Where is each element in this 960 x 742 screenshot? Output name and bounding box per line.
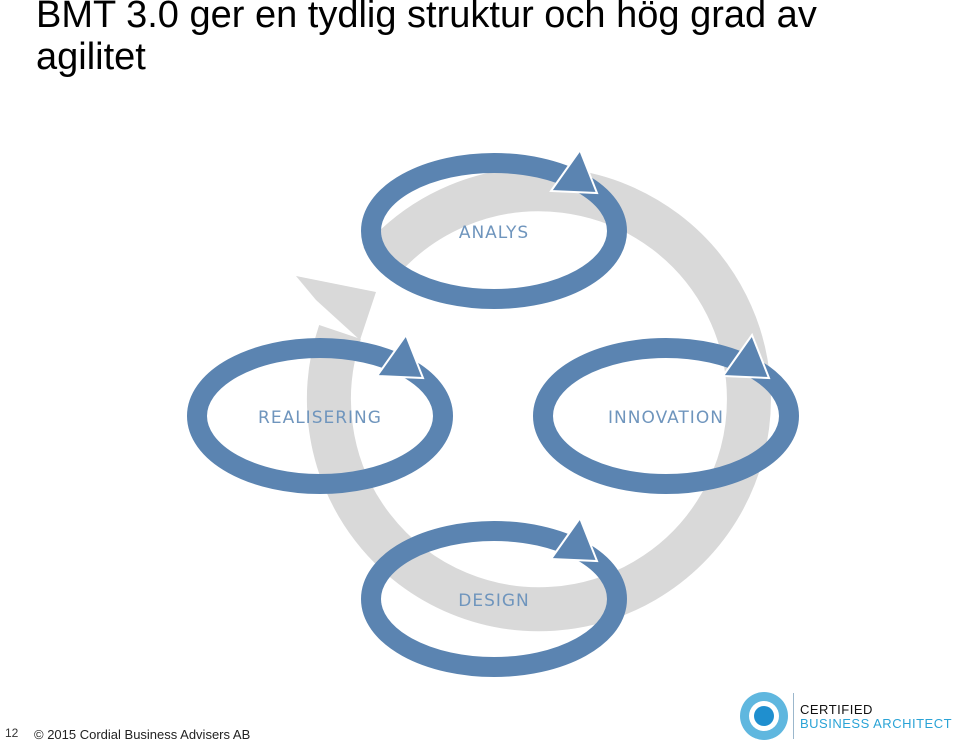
- cycle-arrow-ring: [296, 167, 771, 632]
- page-number: 12: [5, 726, 19, 740]
- node-innovation-label: INNOVATION: [608, 408, 724, 428]
- slide-title: BMT 3.0 ger en tydlig struktur och hög g…: [36, 0, 817, 78]
- logo-text-business-architect: BUSINESS ARCHITECT: [800, 716, 953, 731]
- node-innovation-ring: [533, 338, 799, 494]
- node-design-ring: [361, 521, 627, 677]
- node-realisering-ring: [187, 338, 453, 494]
- node-design-label: DESIGN: [458, 591, 530, 611]
- circle-logo-icon: [740, 692, 788, 740]
- node-innovation: INNOVATION: [533, 332, 799, 494]
- node-realisering-arrowhead: [375, 332, 425, 380]
- logo-divider: [793, 693, 794, 739]
- node-innovation-arrowhead: [721, 332, 771, 380]
- node-analys: ANALYS: [361, 147, 627, 309]
- logo-text-certified: CERTIFIED: [800, 702, 873, 717]
- node-analys-arrowhead: [549, 147, 599, 195]
- cycle-arrowhead: [296, 276, 376, 340]
- node-realisering: REALISERING: [187, 332, 453, 494]
- node-analys-ring: [361, 153, 627, 309]
- node-design-arrowhead: [549, 515, 599, 563]
- node-analys-label: ANALYS: [459, 223, 529, 243]
- node-realisering-label: REALISERING: [258, 408, 382, 428]
- copyright-text: © 2015 Cordial Business Advisers AB: [34, 727, 251, 742]
- node-design: DESIGN: [361, 515, 627, 677]
